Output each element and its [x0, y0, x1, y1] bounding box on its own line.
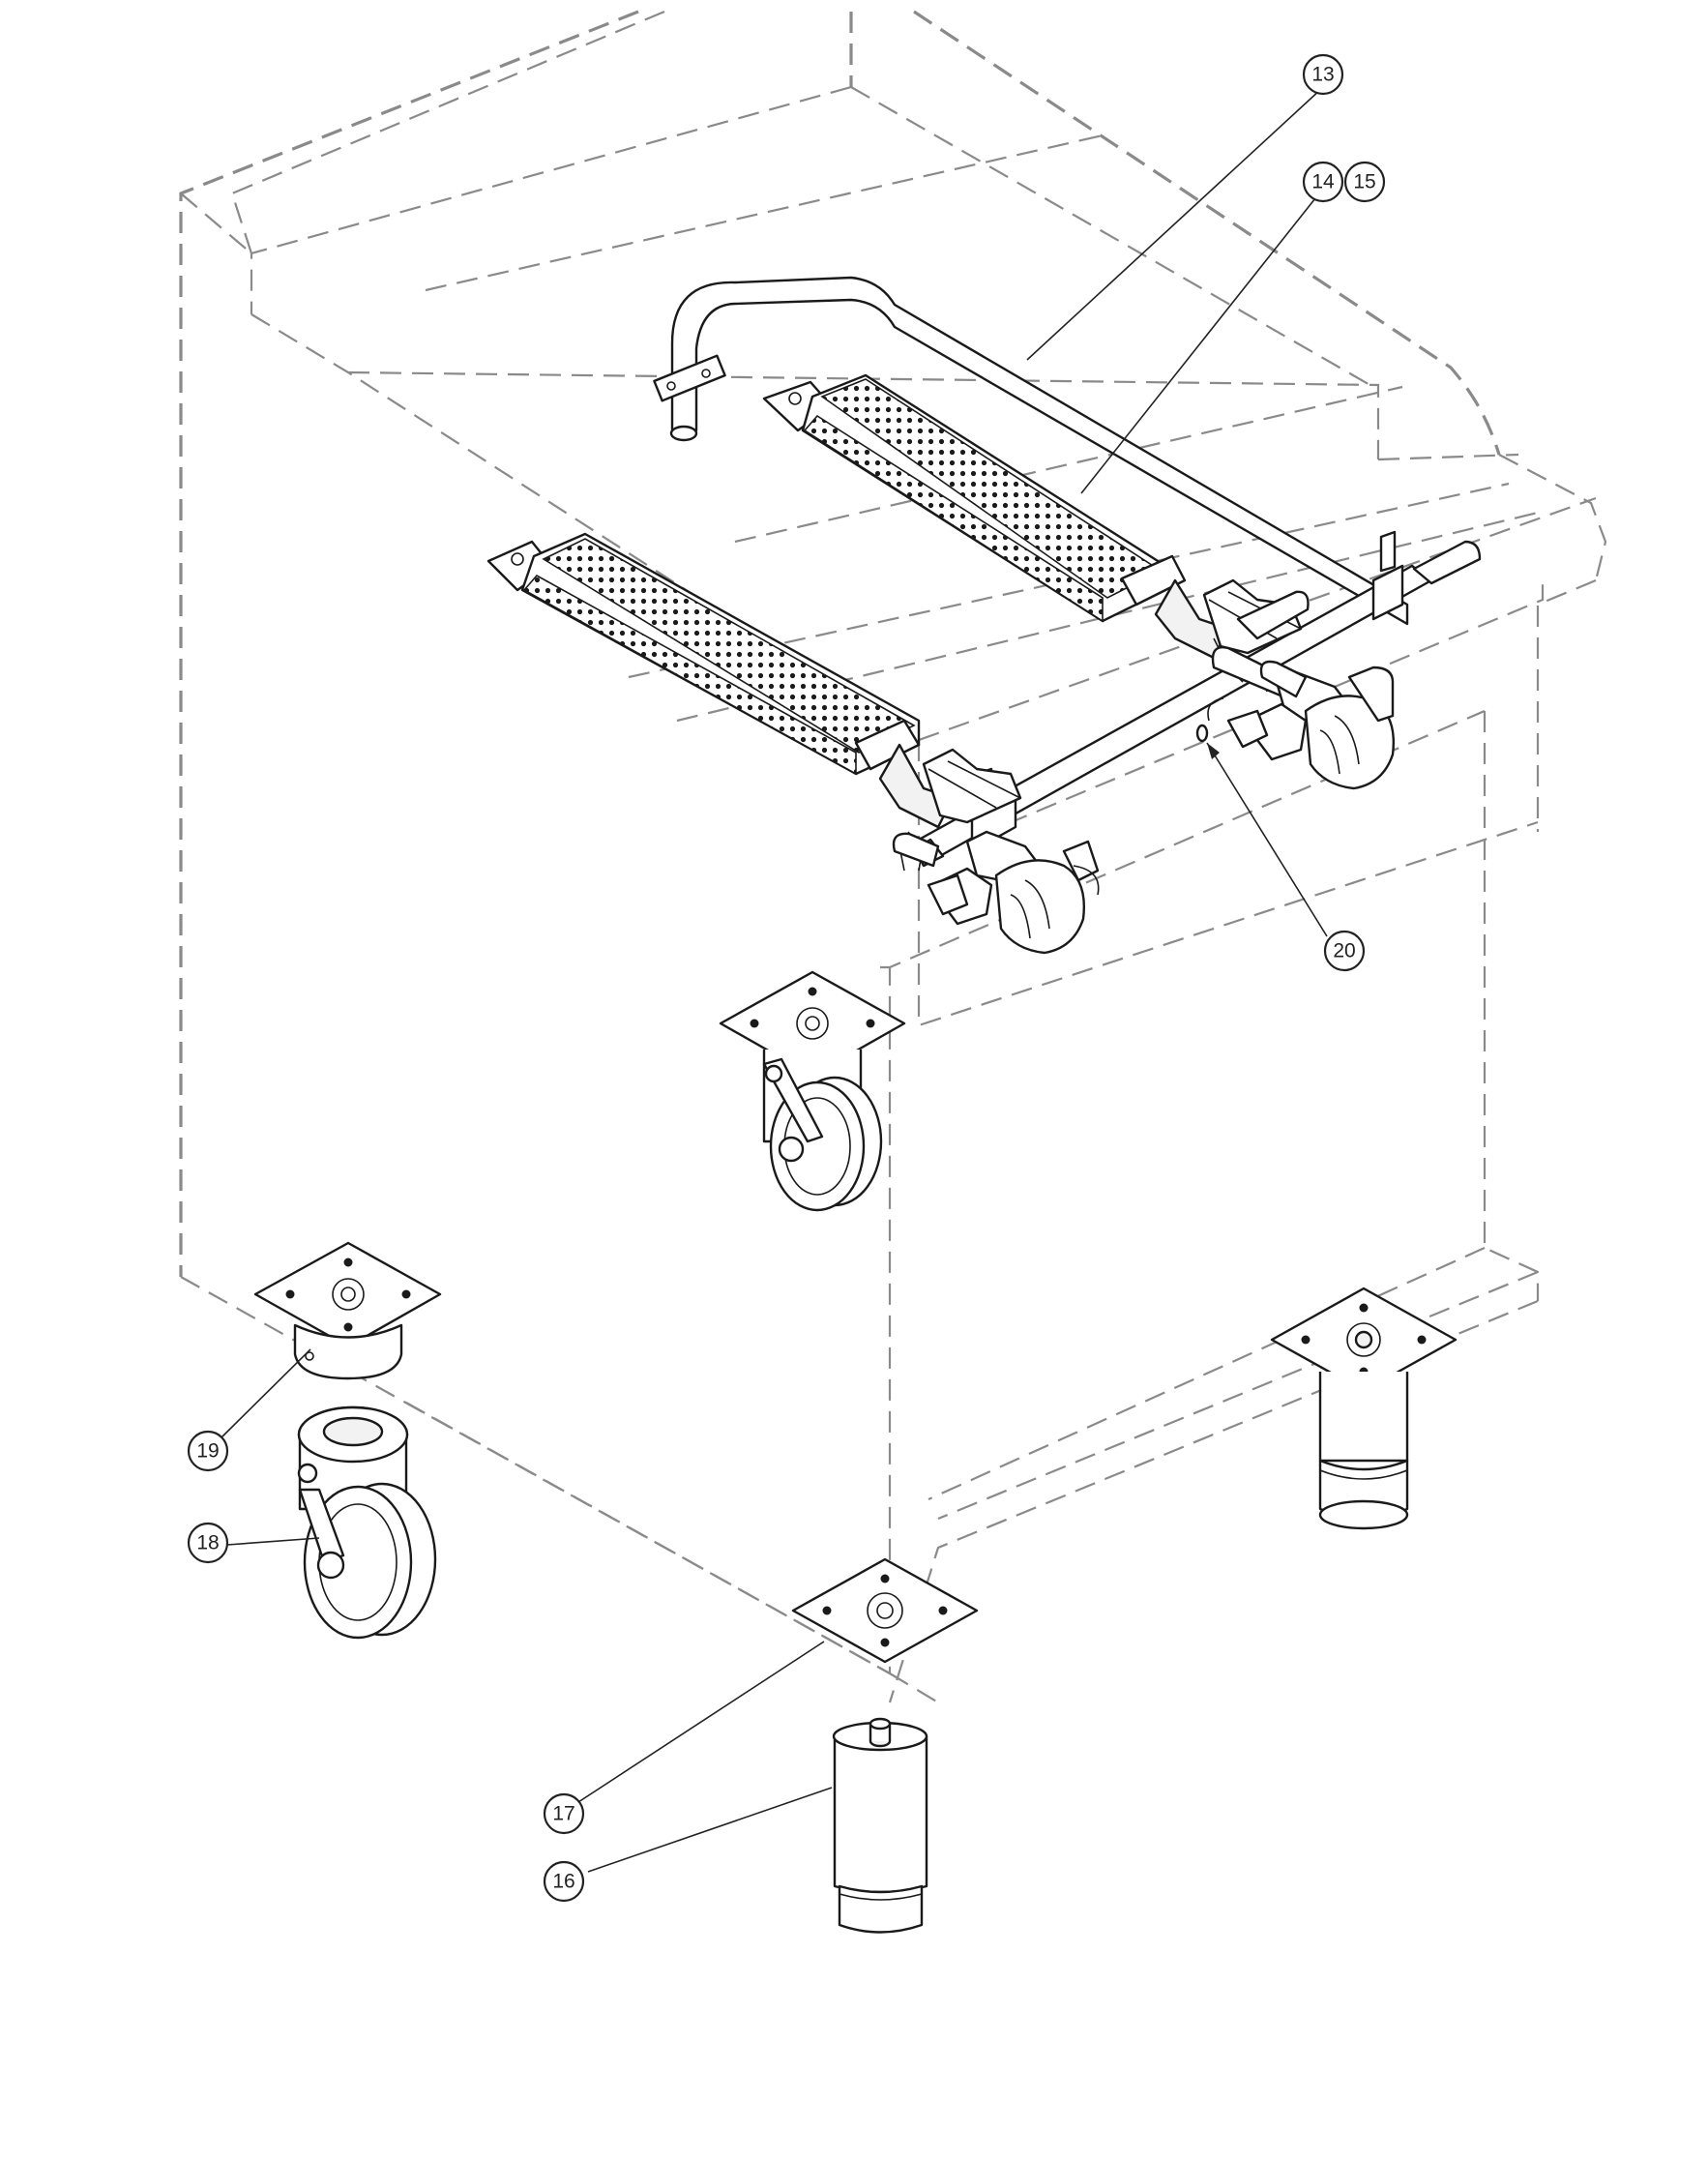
- callout-19: 19: [187, 1430, 229, 1472]
- callout-20: 20: [1323, 930, 1366, 972]
- callout-16-label: 16: [552, 1871, 574, 1893]
- rear-burner: [762, 373, 1310, 660]
- callout-18: 18: [187, 1522, 229, 1564]
- callout-13-label: 13: [1311, 64, 1334, 86]
- callout-15-label: 15: [1353, 171, 1375, 193]
- callout-16: 16: [543, 1860, 585, 1903]
- leader-lines: [220, 88, 1328, 1873]
- cabinet-outline: [179, 10, 1607, 1703]
- front-leg: [791, 1557, 979, 1934]
- callout-15: 15: [1343, 161, 1386, 203]
- callout-17: 17: [543, 1792, 585, 1835]
- callout-17-label: 17: [552, 1803, 574, 1825]
- front-left-caster: [253, 1241, 442, 1640]
- rear-right-leg: [1270, 1287, 1458, 1530]
- callout-14: 14: [1302, 161, 1344, 203]
- callout-20-label: 20: [1333, 940, 1355, 962]
- callout-13: 13: [1302, 53, 1344, 96]
- callout-19-label: 19: [196, 1440, 219, 1463]
- callout-18-label: 18: [196, 1532, 219, 1554]
- callout-14-label: 14: [1311, 171, 1335, 193]
- rear-caster: [719, 970, 906, 1212]
- gas-valves: [892, 637, 1395, 955]
- front-burner: [486, 532, 1022, 829]
